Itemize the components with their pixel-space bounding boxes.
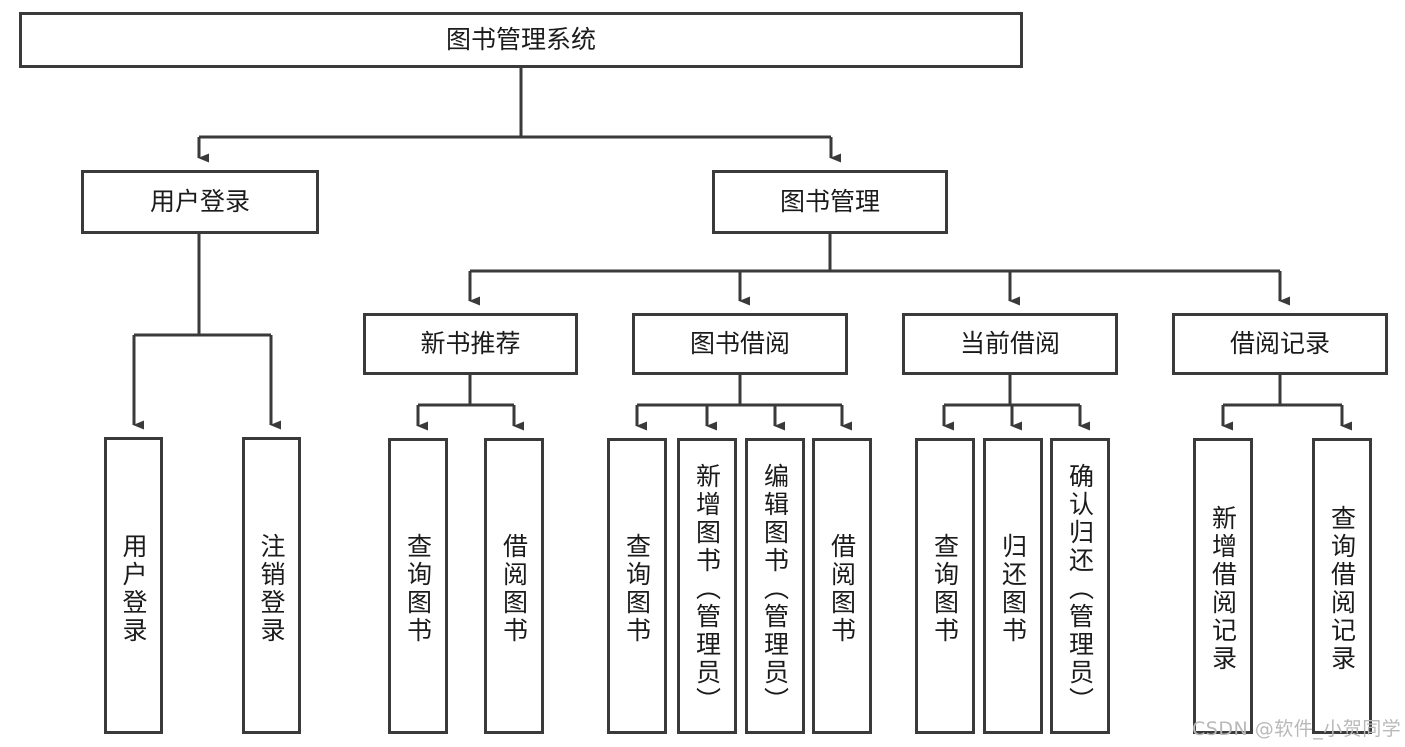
node-leaf-user-login-label: 用户登录 bbox=[119, 532, 148, 645]
node-leaf-query-book-3-label: 查询图书 bbox=[930, 533, 960, 645]
node-leaf-query-book-2-label: 查询图书 bbox=[622, 533, 652, 645]
node-leaf-query-book-2[interactable]: 查询图书 bbox=[607, 438, 667, 734]
node-leaf-query-record-label: 查询借阅记录 bbox=[1327, 505, 1357, 673]
node-leaf-borrow-book-2-label: 借阅图书 bbox=[827, 533, 857, 645]
csdn-watermark: CSDN @软件_小贺同学 bbox=[1192, 718, 1402, 740]
node-user-login[interactable]: 用户登录 bbox=[81, 170, 319, 234]
node-book-manage-label: 图书管理 bbox=[779, 187, 880, 216]
node-current-borrow[interactable]: 当前借阅 bbox=[902, 313, 1118, 375]
node-leaf-return-book[interactable]: 归还图书 bbox=[983, 438, 1043, 734]
node-root-label: 图书管理系统 bbox=[445, 25, 596, 54]
node-leaf-borrow-book-1-label: 借阅图书 bbox=[499, 533, 529, 645]
node-leaf-borrow-book-1[interactable]: 借阅图书 bbox=[484, 438, 544, 734]
node-book-borrow[interactable]: 图书借阅 bbox=[632, 313, 848, 375]
node-leaf-borrow-book-2[interactable]: 借阅图书 bbox=[812, 438, 872, 734]
node-borrow-record-label: 借阅记录 bbox=[1229, 329, 1330, 358]
node-new-book-rec-label: 新书推荐 bbox=[420, 329, 521, 358]
node-leaf-confirm-return-label: 确认归还（管理员） bbox=[1065, 463, 1095, 715]
node-leaf-query-book-1[interactable]: 查询图书 bbox=[388, 438, 448, 734]
node-user-login-label: 用户登录 bbox=[149, 187, 250, 216]
node-leaf-query-book-3[interactable]: 查询图书 bbox=[915, 438, 975, 734]
node-leaf-return-book-label: 归还图书 bbox=[998, 533, 1028, 645]
node-leaf-user-login[interactable]: 用户登录 bbox=[104, 437, 163, 734]
node-leaf-edit-book[interactable]: 编辑图书（管理员） bbox=[745, 438, 805, 734]
node-leaf-query-book-1-label: 查询图书 bbox=[403, 533, 433, 645]
node-book-manage[interactable]: 图书管理 bbox=[712, 170, 948, 234]
node-root[interactable]: 图书管理系统 bbox=[19, 12, 1023, 68]
node-leaf-add-book[interactable]: 新增图书（管理员） bbox=[677, 438, 737, 734]
node-current-borrow-label: 当前借阅 bbox=[959, 329, 1060, 358]
node-leaf-logout-label: 注销登录 bbox=[257, 532, 286, 645]
node-borrow-record[interactable]: 借阅记录 bbox=[1172, 313, 1388, 375]
node-leaf-logout[interactable]: 注销登录 bbox=[242, 437, 301, 734]
node-book-borrow-label: 图书借阅 bbox=[689, 329, 790, 358]
node-leaf-query-record[interactable]: 查询借阅记录 bbox=[1312, 438, 1372, 734]
node-leaf-add-record-label: 新增借阅记录 bbox=[1208, 505, 1238, 673]
node-new-book-rec[interactable]: 新书推荐 bbox=[363, 313, 578, 375]
node-leaf-add-book-label: 新增图书（管理员） bbox=[692, 463, 722, 715]
node-leaf-confirm-return[interactable]: 确认归还（管理员） bbox=[1050, 438, 1110, 734]
node-leaf-edit-book-label: 编辑图书（管理员） bbox=[760, 463, 790, 715]
node-leaf-add-record[interactable]: 新增借阅记录 bbox=[1193, 438, 1253, 734]
